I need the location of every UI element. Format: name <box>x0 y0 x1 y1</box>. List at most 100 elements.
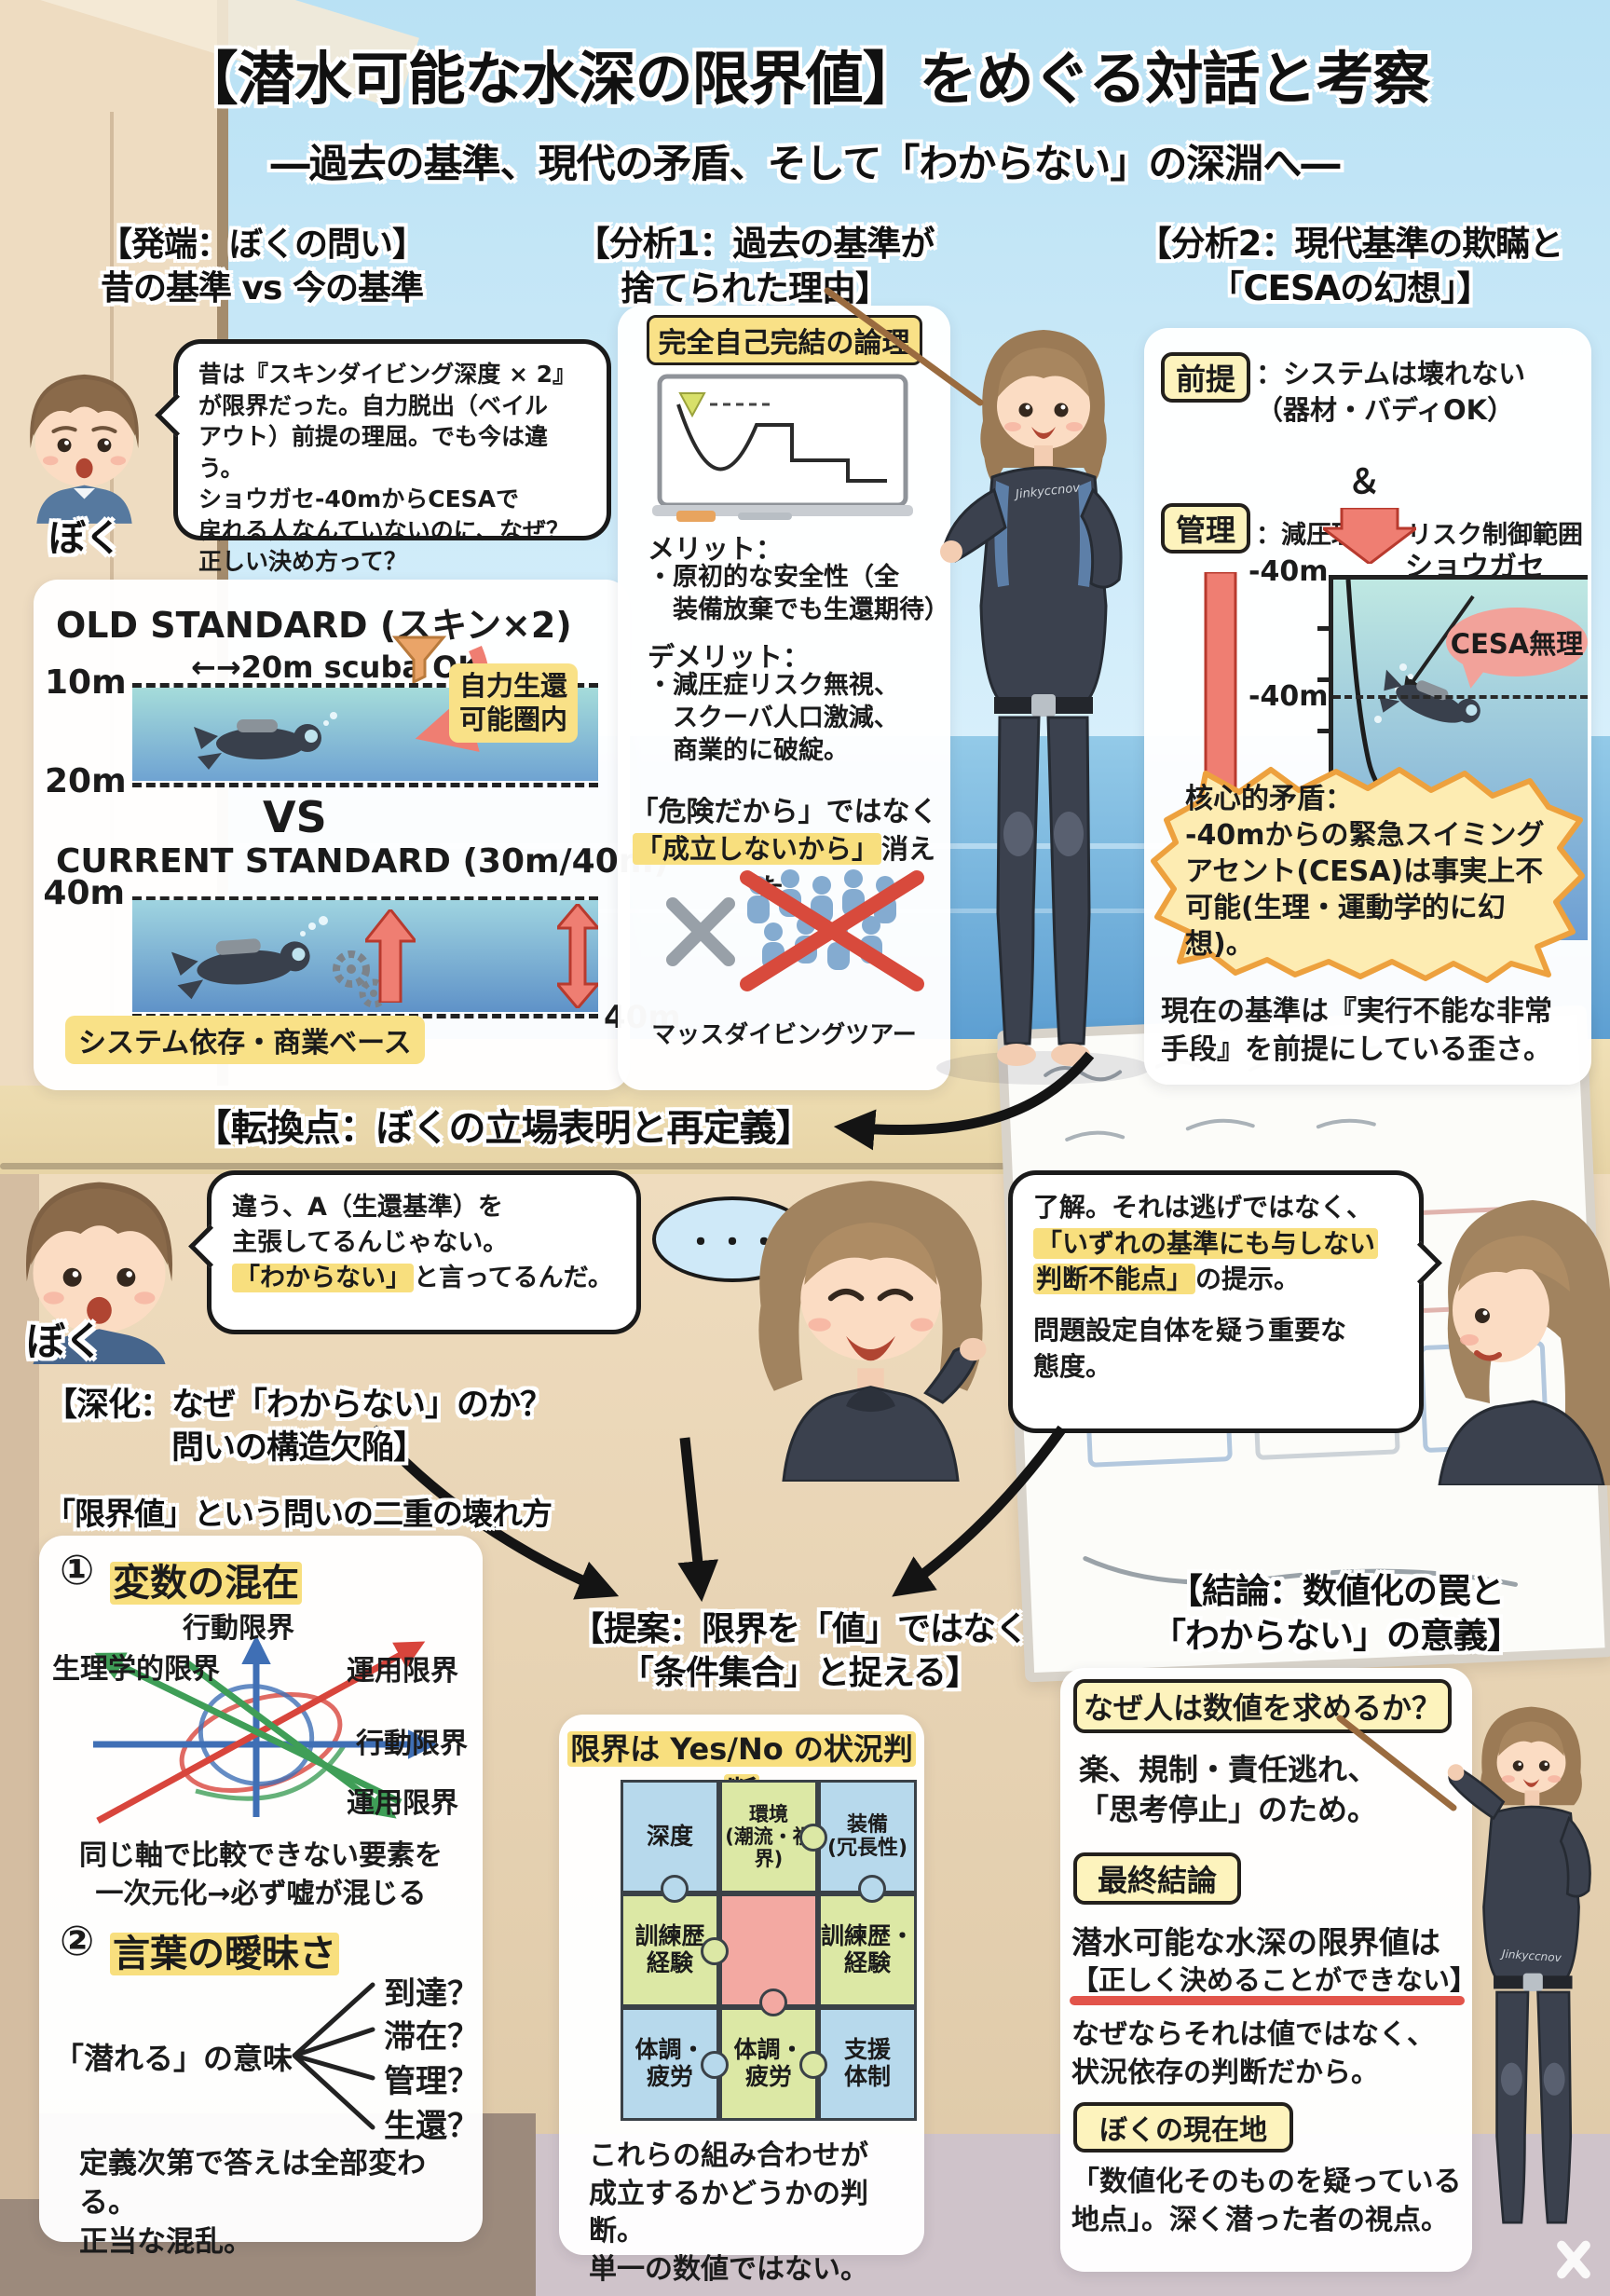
self-return-badge: 自力生還 可能圏内 <box>449 663 578 743</box>
puzzle-environment: 環境 (潮流・視界) <box>719 1780 827 1893</box>
old-depth-bottom-label: 20m <box>45 762 127 800</box>
axis-label-left: 生理学的限界 <box>52 1653 220 1686</box>
final-line2: 【正しく決めることができない】 <box>1071 1964 1478 1996</box>
origin-speech-bubble: 昔は『スキンダイビング深度 × 2』 が限界だった。自力脱出（ベイル アウト）前… <box>173 339 611 575</box>
depth-line-20m <box>132 783 598 787</box>
merit-body: ・原初的な安全性（全 装備放棄でも生還期待） <box>648 563 949 625</box>
final-line1: 潜水可能な水深の限界値は <box>1071 1924 1440 1961</box>
boy-name-label-2: ぼく <box>26 1319 103 1364</box>
branch-stay: 滞在？ <box>384 2018 479 2056</box>
why-numbers-badge: なぜ人は数値を求めるか？ <box>1073 1679 1452 1733</box>
analysis2-heading: 【分析2：現代基準の欺瞞と 「CESAの幻想」】 <box>1137 224 1564 309</box>
reply-pre: 了解。それは逃げではなく、 <box>1033 1192 1373 1223</box>
ampersand: ＆ <box>1347 463 1382 501</box>
axis-tick <box>1317 729 1330 733</box>
manage-badge: 管理 <box>1161 503 1250 554</box>
left-lower-wall <box>0 1174 39 2199</box>
point1-title: 変数の混在 <box>110 1562 302 1605</box>
old-standard-title: OLD STANDARD (スキン×2) <box>56 605 572 646</box>
distortion-text: 現在の基準は『実行不能な非常 手段』を前提にしている歪さ。 <box>1161 995 1552 1066</box>
my-position-badge: ぼくの現在地 <box>1073 2102 1293 2152</box>
turning-boy-bubble: 違う、A（生還基準）を 主張してるんじゃない。 「わからない」と言ってるんだ。 <box>207 1170 641 1334</box>
axis-label-bottom: 運用限界 <box>347 1787 458 1820</box>
boy-avatar <box>30 374 139 524</box>
tour-caption: マッスダイビングツアー <box>651 1021 917 1049</box>
old-depth-top-label: 10m <box>45 663 127 702</box>
beach-rail <box>0 1163 1025 1169</box>
system-badge: システム依存・商業ベース <box>65 1016 425 1064</box>
instructor-shadow <box>936 1051 1151 1085</box>
puzzle-condition-mid: 体調・ 疲労 <box>719 2007 827 2121</box>
branch-manage: 管理？ <box>384 2063 479 2100</box>
point2-number: ② <box>60 1918 95 1965</box>
sea-depth-top-label: -40m <box>1248 555 1329 588</box>
turning-boy-bubble-tail: と言ってるんだ。 <box>414 1263 613 1292</box>
puzzle-center <box>719 1893 818 2016</box>
axis-label-right: 行動限界 <box>356 1728 468 1760</box>
red-fat-down-arrow <box>1323 508 1416 564</box>
sea-diver-illustration <box>1379 663 1480 723</box>
puzzle-training-left: 訓練歴 経験 <box>621 1893 729 2007</box>
manage-text: ：減圧理論・リスク制御範囲 <box>1256 521 1583 550</box>
reply-note: 問題設定自体を疑う重要な 態度。 <box>1033 1314 1347 1382</box>
turning-arrow <box>833 1051 1095 1151</box>
demerit-body: ・減圧症リスク無視、 スクーバ人口激減、 商業的に破綻。 <box>648 671 899 766</box>
depth-line-40m-top <box>132 896 598 901</box>
mass-tour-crossed-icon <box>666 869 924 991</box>
cesa-impossible-bubble: CESA無理 <box>1446 608 1588 676</box>
point2-note: 定義次第で答えは全部変わる。 正当な混乱。 <box>79 2147 426 2259</box>
proposal-note: これらの組み合わせが 成立するかどうかの判断。 単一の数値ではない。 <box>589 2139 868 2286</box>
origin-heading: 【発端：ぼくの問い】 昔の基準 vs 今の基準 <box>98 226 426 308</box>
sea-depth-bottom-label: -40m <box>1248 680 1329 713</box>
red-up-arrow <box>365 909 416 1003</box>
axis-label-top: 行動限界 <box>183 1612 294 1645</box>
axis-tick <box>1317 677 1330 682</box>
axis-diagram <box>93 1634 438 1824</box>
deepening-heading: 【深化：なぜ「わからない」のか？ 問いの構造欠陥】 <box>44 1387 553 1467</box>
sea-axis-v <box>1329 575 1333 940</box>
page-title: 【潜水可能な水深の限界値】をめぐる対話と考察 <box>180 45 1431 113</box>
premise-badge: 前提 <box>1161 352 1250 403</box>
door-line <box>110 112 114 1044</box>
puzzle-support: 支援 体制 <box>818 2007 917 2121</box>
instructor-conclusion <box>1447 1706 1591 2224</box>
branch-reach: 到達？ <box>384 1975 479 2013</box>
verdict-highlight: 「成立しないから」 <box>632 833 881 865</box>
puzzle-depth: 深度 <box>621 1780 719 1903</box>
page-subtitle: ―過去の基準、現代の矛盾、そして「わからない」の深淵へ― <box>270 141 1341 186</box>
demerit-title: デメリット： <box>648 641 811 673</box>
point2-title: 言葉の曖昧さ <box>110 1933 339 1975</box>
current-standard-title: CURRENT STANDARD (30m/40m) <box>56 842 669 881</box>
turning-heading: 【転換点：ぼくの立場表明と再定義】 <box>194 1107 813 1150</box>
corner-logo <box>1547 2236 1599 2283</box>
verdict-line1: 「危険だから」ではなく <box>630 796 938 828</box>
axis-label-right-up: 運用限界 <box>347 1655 458 1688</box>
meaning-branch-lines <box>292 1982 375 2130</box>
deepening-subheading: 「限界値」という問いの二重の壊れ方 <box>45 1496 553 1532</box>
axis-tick <box>1317 626 1330 631</box>
verdict-line2: 「成立しないから」消えた。 <box>618 827 950 906</box>
pointer-stick <box>824 287 984 406</box>
logic-badge: 完全自己完結の論理 <box>646 315 922 365</box>
reply-tail: の提示。 <box>1195 1264 1301 1295</box>
final-verdict-badge: 最終結論 <box>1073 1852 1241 1905</box>
red-double-arrow <box>557 904 598 1008</box>
meaning-label: 「潜れる」の意味 <box>54 2041 293 2076</box>
core-contradiction-text: 核心的矛盾： -40mからの緊急スイミング アセント(CESA)は事実上不 可能… <box>1185 783 1545 961</box>
reply-bubble: 了解。それは逃げではなく、 「いずれの基準にも与しない 判断不能点」の提示。 問… <box>1008 1170 1424 1433</box>
old-diver-illustration <box>194 712 337 770</box>
instructor-right <box>1438 1200 1610 1485</box>
sea-depth-bottom-dash <box>1333 695 1588 699</box>
funnel-icon <box>391 636 447 685</box>
puzzle-condition-left: 体調・ 疲労 <box>621 2007 729 2121</box>
current-diver-illustration <box>171 916 387 1008</box>
point1-note: 同じ軸で比較できない要素を 一次元化→必ず嘘が混じる <box>79 1839 443 1910</box>
boy-avatar-2 <box>25 1182 173 1364</box>
converge-arrows <box>368 1425 1067 1603</box>
sea-surface-line <box>1329 575 1588 580</box>
proposal-heading: 【提案：限界を「値」ではなく 「条件集合」と捉える】 <box>570 1610 1029 1692</box>
final-reason: なぜならそれは値ではなく、 状況依存の判断だから。 <box>1071 2018 1435 2089</box>
instructor-standing <box>940 330 1123 1066</box>
analysis1-heading: 【分析1：過去の基準が 捨てられた理由】 <box>575 224 935 309</box>
